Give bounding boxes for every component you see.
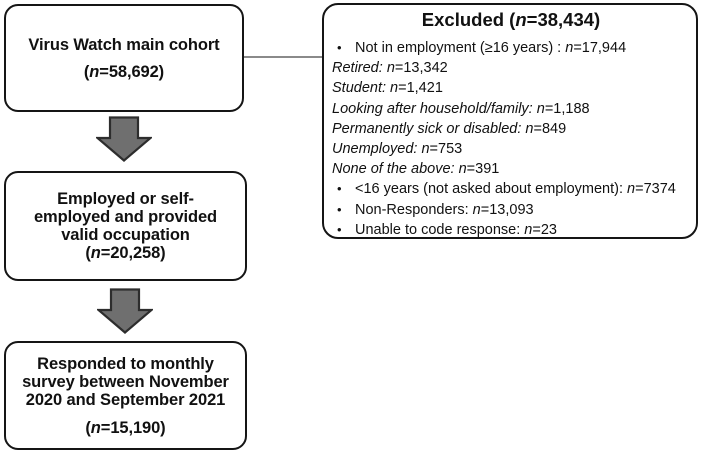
- sample-size: (n=15,190): [85, 419, 165, 437]
- bullet-icon: •: [337, 201, 342, 217]
- excluded-item-household: Looking after household/family: n=1,188: [332, 100, 590, 117]
- n-value: =15,190): [100, 418, 166, 437]
- box-title-line: employed and provided: [33, 208, 218, 226]
- excluded-item-non-responders: •Non-Responders: n=13,093: [332, 200, 690, 220]
- flow-box-employed: Employed or self- employed and provided …: [4, 171, 247, 281]
- n-value: =20,258): [100, 244, 166, 262]
- box-title-line: valid occupation: [61, 226, 190, 244]
- excluded-item-not-in-employment: •Not in employment (≥16 years) : n=17,94…: [332, 38, 690, 58]
- box-title-line: Employed or self-: [57, 190, 194, 208]
- box-title-line: Responded to monthly: [37, 354, 214, 373]
- n-open: (: [85, 418, 91, 437]
- excluded-item-student: Student: n=1,421: [332, 80, 443, 97]
- flow-box-responded: Responded to monthly survey between Nove…: [4, 341, 247, 450]
- bullet-icon: •: [337, 40, 342, 55]
- box-title-line: 2020 and September 2021: [25, 390, 226, 409]
- excluded-item-none-of-above: None of the above: n=391: [332, 161, 500, 178]
- connector-line: [244, 56, 322, 58]
- sample-size: (n=58,692): [84, 63, 164, 81]
- flow-box-main-cohort: Virus Watch main cohort (n=58,692): [4, 4, 244, 112]
- n-symbol: n: [515, 9, 527, 30]
- n-symbol: n: [90, 244, 101, 262]
- down-arrow-icon: [96, 116, 152, 162]
- title-text: Excluded (: [421, 9, 516, 30]
- excluded-item-retired: Retired: n=13,342: [332, 60, 448, 77]
- n-value: =38,434): [526, 9, 601, 30]
- excluded-title: Excluded (n=38,434): [332, 9, 690, 31]
- excluded-item-unable-to-code: •Unable to code response: n=23: [332, 220, 690, 240]
- flow-box-excluded: Excluded (n=38,434) •Not in employment (…: [322, 3, 698, 239]
- excluded-item-sick-disabled: Permanently sick or disabled: n=849: [332, 120, 567, 137]
- excluded-item-unemployed: Unemployed: n=753: [332, 141, 463, 158]
- box-title-line: Virus Watch main cohort: [28, 35, 220, 54]
- n-value: =58,692): [99, 62, 165, 81]
- box-title-line: survey between November: [22, 372, 229, 391]
- n-symbol: n: [90, 418, 101, 437]
- n-open: (: [83, 62, 90, 81]
- down-arrow-icon: [97, 288, 153, 334]
- sample-size: (n=20,258): [85, 244, 165, 262]
- n-symbol: n: [89, 62, 100, 81]
- bullet-icon: •: [337, 221, 342, 237]
- excluded-item-under-16: •<16 years (not asked about employment):…: [332, 179, 690, 199]
- n-open: (: [85, 244, 91, 262]
- bullet-icon: •: [337, 181, 342, 197]
